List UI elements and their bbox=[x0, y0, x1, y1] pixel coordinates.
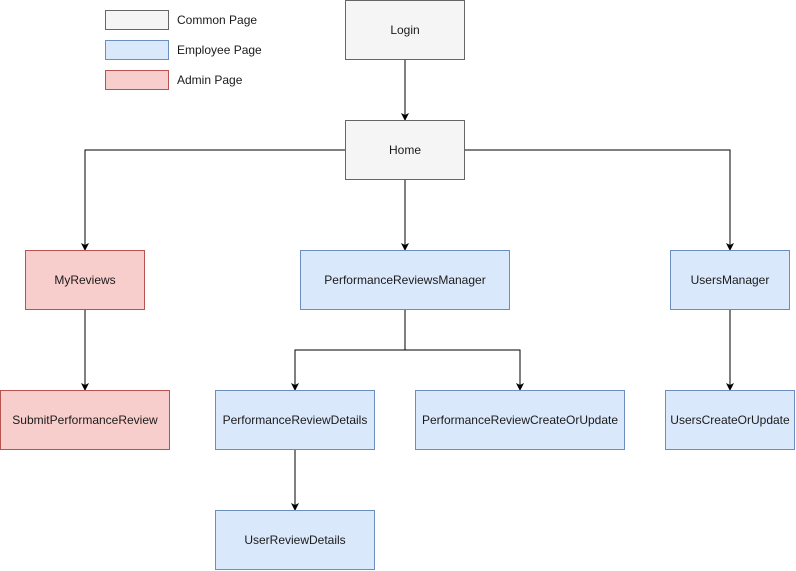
edge-home-users-manager bbox=[465, 149, 734, 251]
node-home: Home bbox=[345, 120, 465, 180]
node-performance-review-details: PerformanceReviewDetails bbox=[215, 390, 375, 450]
legend-label-admin: Admin Page bbox=[177, 73, 243, 87]
edge-home-my-reviews bbox=[81, 149, 345, 251]
legend-label-employee: Employee Page bbox=[177, 43, 262, 57]
legend-label-common: Common Page bbox=[177, 13, 258, 27]
node-performance-reviews-manager: PerformanceReviewsManager bbox=[300, 250, 510, 310]
edge-manager-create-update bbox=[405, 349, 524, 391]
node-users-create-or-update: UsersCreateOrUpdate bbox=[665, 390, 795, 450]
legend-swatch-common bbox=[105, 10, 169, 30]
node-performance-review-create-or-update: PerformanceReviewCreateOrUpdate bbox=[415, 390, 625, 450]
legend-swatch-employee bbox=[105, 40, 169, 60]
node-submit-performance-review: SubmitPerformanceReview bbox=[0, 390, 170, 450]
node-users-manager: UsersManager bbox=[670, 250, 790, 310]
edge-manager-details bbox=[291, 310, 406, 391]
node-user-review-details: UserReviewDetails bbox=[215, 510, 375, 570]
legend-common: Common Page bbox=[105, 10, 257, 30]
node-login: Login bbox=[345, 0, 465, 60]
legend-employee: Employee Page bbox=[105, 40, 262, 60]
legend-admin: Admin Page bbox=[105, 70, 242, 90]
legend-swatch-admin bbox=[105, 70, 169, 90]
node-my-reviews: MyReviews bbox=[25, 250, 145, 310]
